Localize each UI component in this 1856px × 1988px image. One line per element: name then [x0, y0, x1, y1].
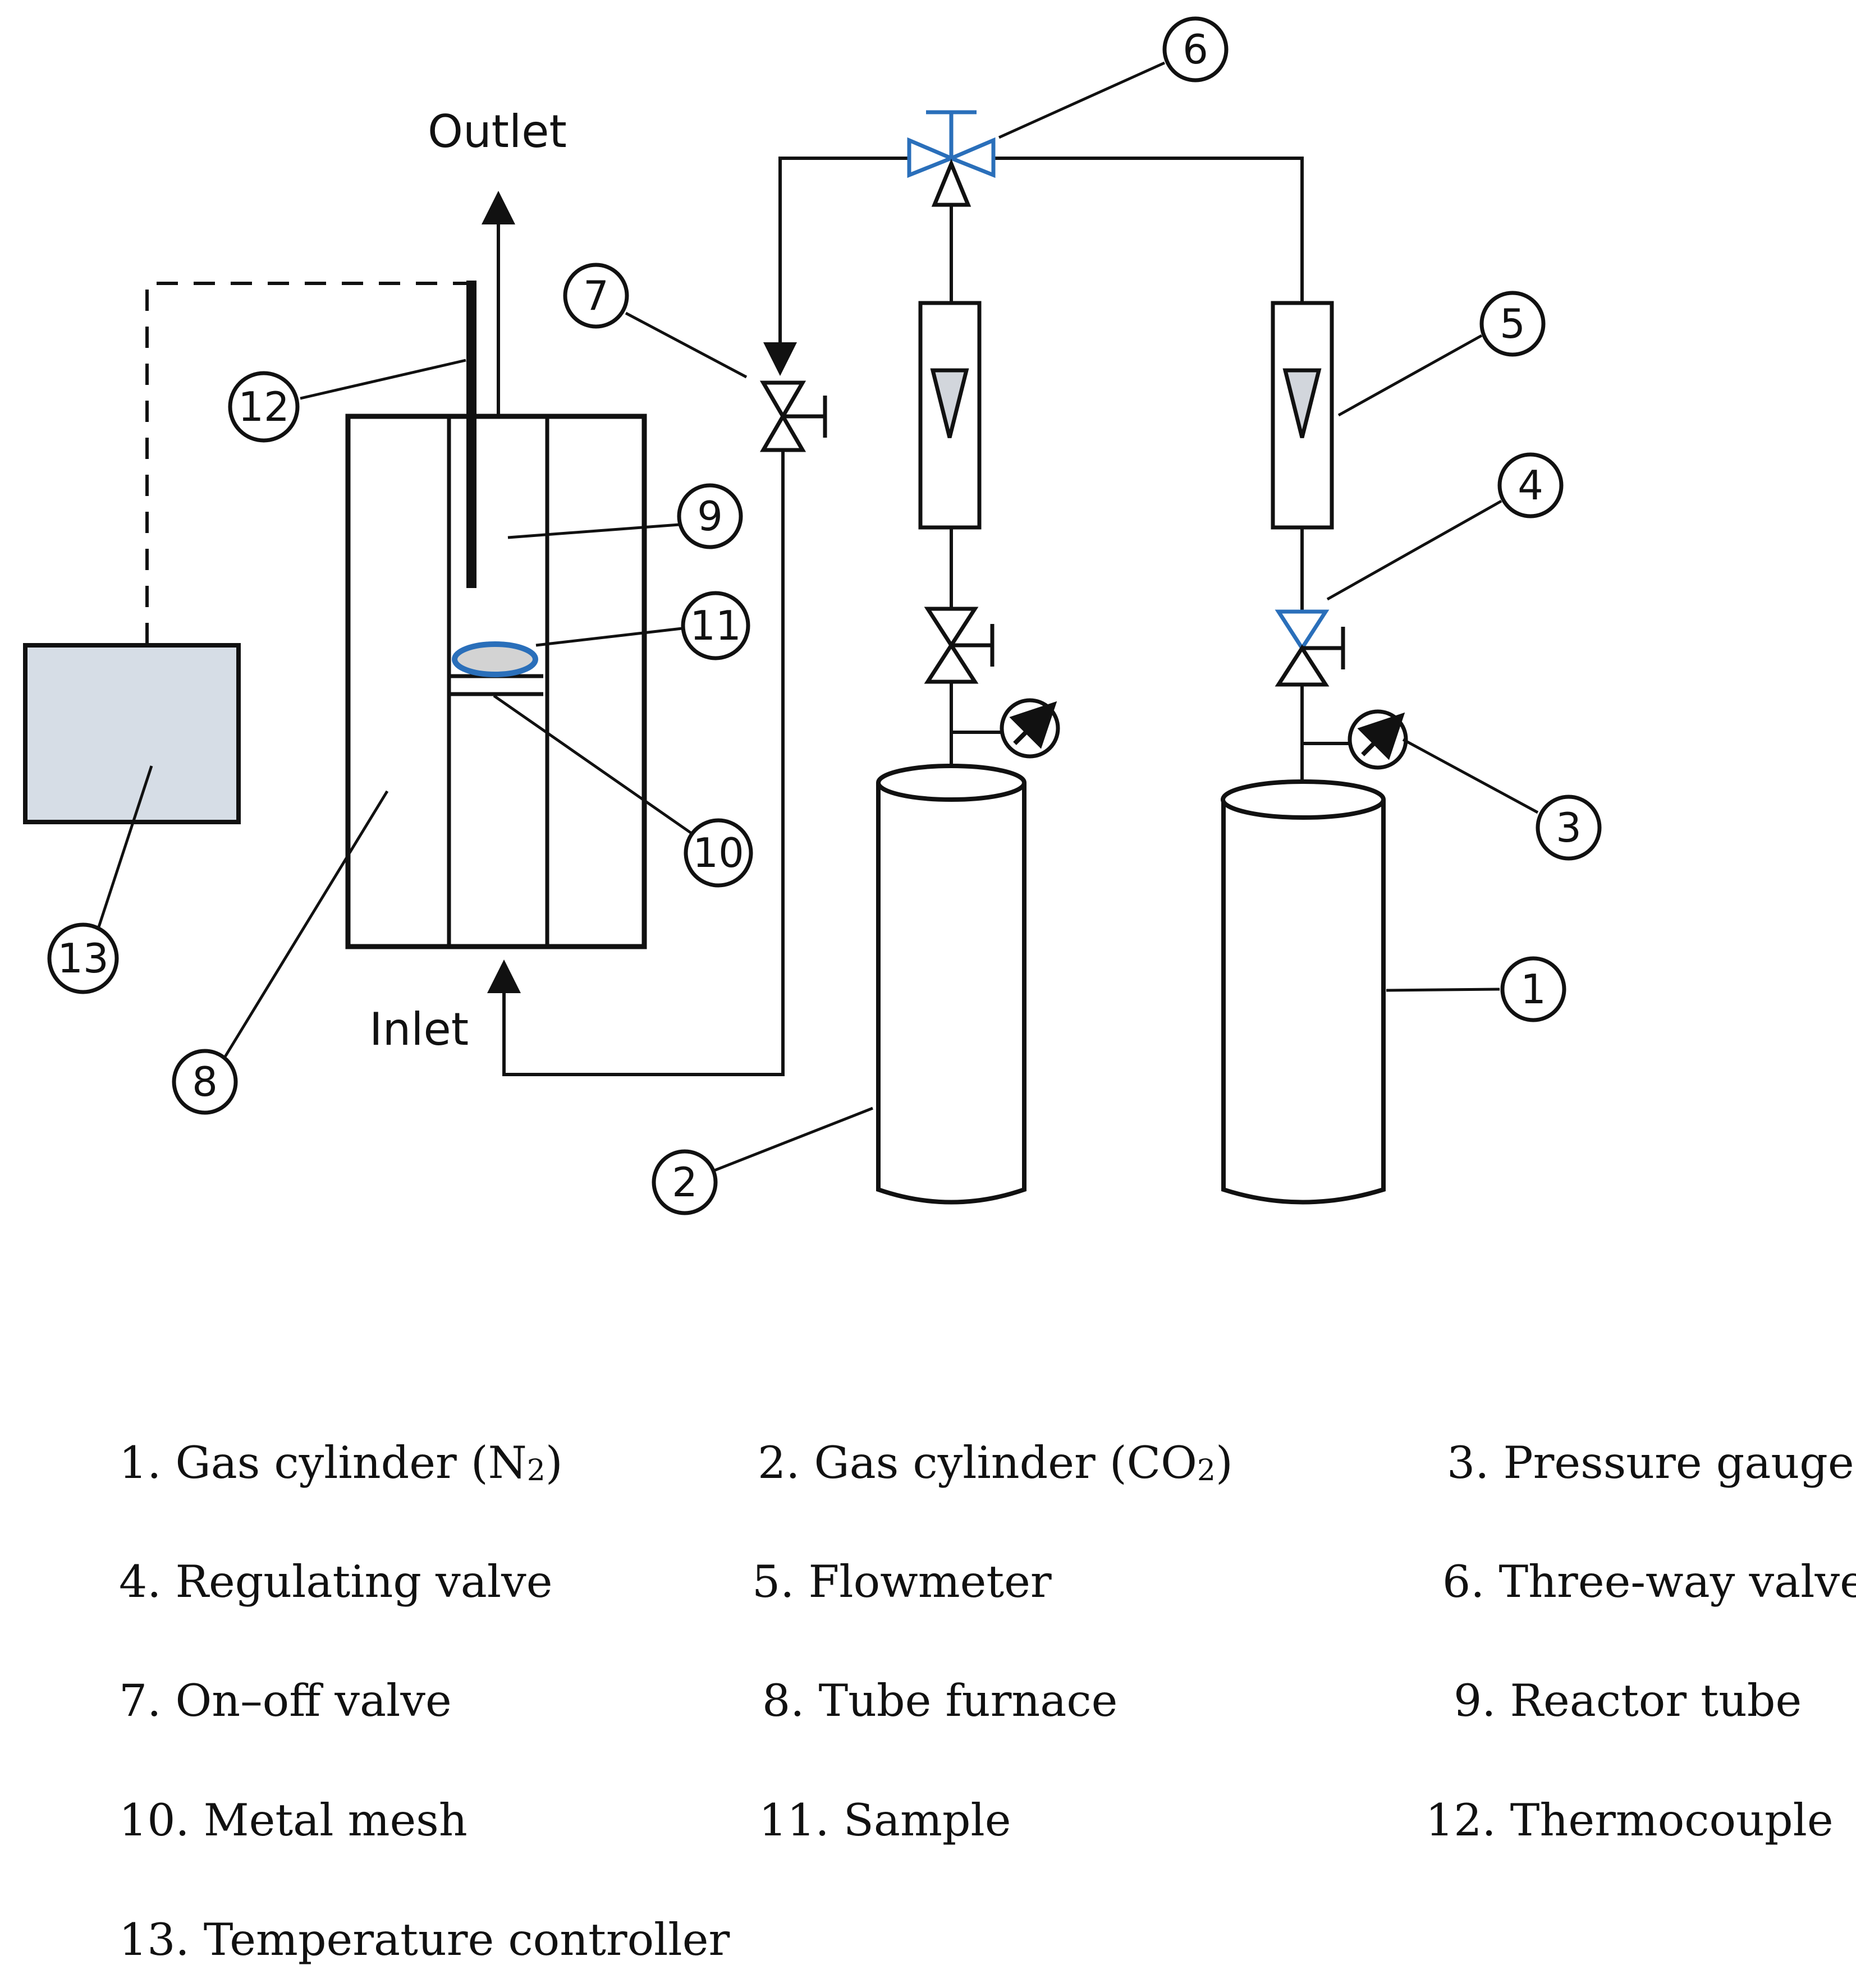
outlet-label: Outlet — [428, 105, 567, 158]
legend-item-7: 7. On–off valve — [119, 1675, 452, 1727]
legend-item-13: 13. Temperature controller — [119, 1914, 730, 1966]
inlet-pipe — [487, 449, 785, 1076]
callout-4: 4 — [1518, 462, 1543, 509]
legend-item-10: 10. Metal mesh — [119, 1794, 468, 1846]
n2-gauge-needle — [1357, 712, 1405, 760]
controller-signal-dashed-line — [145, 282, 471, 644]
callout-1: 1 — [1520, 966, 1546, 1013]
leader-7 — [625, 311, 748, 379]
three-way-valve — [907, 110, 996, 207]
legend-item-5: 5. Flowmeter — [752, 1556, 1052, 1608]
leader-11 — [535, 627, 682, 647]
leader-4 — [1326, 499, 1502, 601]
callout-5: 5 — [1500, 300, 1525, 347]
leader-12 — [300, 359, 466, 400]
callout-circle-1 — [1500, 956, 1566, 1022]
callout-circle-10 — [684, 818, 753, 888]
callout-circle-2 — [652, 1149, 718, 1215]
leader-2 — [712, 1107, 873, 1173]
legend-item-1: 1. Gas cylinder (N2) — [119, 1437, 563, 1489]
callout-circle-12 — [228, 371, 300, 443]
co2-cylinder-top — [876, 764, 1026, 802]
legend-item-11: 11. Sample — [759, 1794, 1011, 1846]
callout-6: 6 — [1183, 26, 1208, 73]
callout-7: 7 — [583, 272, 609, 319]
callout-11: 11 — [690, 602, 741, 649]
tube-furnace — [345, 414, 647, 949]
leader-13 — [97, 765, 153, 929]
legend-item-8: 8. Tube furnace — [762, 1675, 1118, 1727]
leader-1 — [1386, 988, 1500, 992]
callout-circle-11 — [681, 591, 750, 660]
legend-item-4: 4. Regulating valve — [119, 1556, 553, 1608]
pipe-to-onoff-valve — [763, 157, 909, 376]
n2-regulating-valve — [1275, 609, 1345, 687]
n2-gas-cylinder — [1221, 800, 1386, 1205]
callout-3: 3 — [1556, 804, 1582, 851]
callout-circle-6 — [1162, 16, 1229, 82]
callout-9: 9 — [697, 493, 723, 540]
legend-item-12: 12. Thermocouple — [1426, 1794, 1834, 1846]
pipe-to-n2-line — [993, 157, 1304, 303]
co2-flowmeter-float — [930, 368, 969, 438]
sample — [452, 641, 538, 677]
inlet-label: Inlet — [369, 1003, 469, 1055]
leader-6 — [998, 61, 1166, 139]
callout-13: 13 — [57, 935, 109, 982]
leader-8 — [223, 790, 389, 1059]
callout-circle-9 — [677, 483, 743, 549]
callout-circle-5 — [1479, 291, 1546, 357]
co2-gas-cylinder — [876, 783, 1026, 1205]
callout-circle-3 — [1536, 795, 1602, 861]
callout-12: 12 — [238, 383, 290, 430]
leader-9 — [507, 523, 680, 539]
leader-3 — [1402, 738, 1539, 814]
onoff-valve — [759, 380, 827, 452]
callout-circle-13 — [47, 922, 119, 994]
callout-circle-4 — [1497, 452, 1564, 518]
legend-item-3: 3. Pressure gauge — [1447, 1437, 1854, 1489]
callout-10: 10 — [693, 829, 744, 876]
legend-item-6: 6. Three-way valve — [1442, 1556, 1856, 1608]
leader-5 — [1337, 334, 1483, 417]
legend-item-9: 9. Reactor tube — [1454, 1675, 1802, 1727]
n2-flowmeter-float — [1282, 368, 1322, 438]
legend-item-2: 2. Gas cylinder (CO2) — [758, 1437, 1233, 1489]
co2-gauge-needle — [1009, 701, 1057, 749]
temperature-controller — [23, 643, 241, 824]
n2-cylinder-top — [1221, 779, 1386, 820]
co2-regulating-valve — [924, 607, 995, 684]
callout-circle-7 — [563, 263, 629, 329]
callout-2: 2 — [672, 1159, 698, 1206]
callout-circle-8 — [172, 1049, 238, 1115]
callout-8: 8 — [192, 1058, 218, 1105]
leader-10 — [493, 694, 693, 835]
